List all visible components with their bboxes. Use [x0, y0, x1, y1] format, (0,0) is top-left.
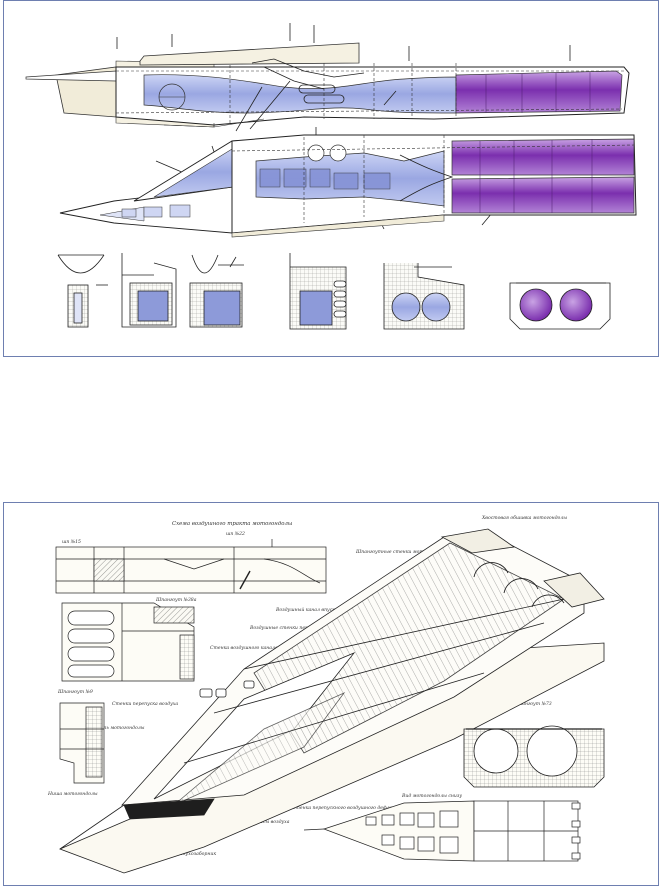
section-2 — [121, 253, 177, 328]
label-frame-right: шп №22 — [226, 531, 245, 537]
label-bottom-view: Вид мотогондолы снизу — [401, 793, 462, 799]
bottom-view — [303, 800, 581, 862]
label-duct-top: Схема воздушного тракта мотогондолы — [172, 521, 293, 527]
label-front-nacelle: Передняя часть мотогондолы — [67, 725, 145, 731]
label-bypass: Стенки перепуска воздуха — [112, 701, 178, 707]
section-6 — [509, 282, 611, 330]
nacelle-color-drawing — [25, 23, 637, 330]
section-3 — [189, 254, 244, 328]
frame-9-section — [59, 702, 105, 784]
bottom-illustration-panel: Схема воздушного тракта мотогондолы шп №… — [3, 502, 659, 886]
top-illustration-panel — [3, 0, 659, 357]
section-5 — [383, 263, 465, 330]
plan-view — [59, 127, 637, 238]
label-intake: Воздухозаборник — [173, 850, 216, 857]
section-4 — [289, 253, 347, 330]
label-intake-front: Воздушные стенки переднего обтекателя — [249, 624, 357, 631]
label-frame-left: шп №15 — [62, 539, 81, 545]
label-inner-wall: Стенка воздушного канала — [210, 645, 278, 651]
label-nacelle-rear: Хвостовая обшивка мотогондолы — [481, 514, 567, 521]
label-intake-ramp: Стенка перепускного воздушного дефлектор… — [292, 804, 408, 811]
section-1 — [57, 254, 108, 328]
duct-schematic — [55, 539, 327, 594]
label-nacelle-left: Ниша мотогондолы — [47, 791, 98, 797]
frame-38a-section — [61, 602, 195, 682]
frame-73-section — [463, 725, 605, 788]
label-frame-9: Шпангоут №9 — [57, 689, 93, 695]
label-nacelle-walls: Шпангоутные стенки мотогондолы — [355, 549, 447, 555]
label-frame-38a: Шпангоут №38а — [155, 597, 197, 603]
isometric-cutaway — [59, 528, 605, 874]
nacelle-structure-drawing: Схема воздушного тракта мотогондолы шп №… — [47, 514, 605, 874]
label-intake-walls: Воздушный канал впускного тракта — [275, 607, 367, 613]
label-frame-73: Шпангоут №73 — [513, 701, 552, 707]
side-view — [25, 23, 630, 132]
cross-sections — [57, 253, 611, 330]
